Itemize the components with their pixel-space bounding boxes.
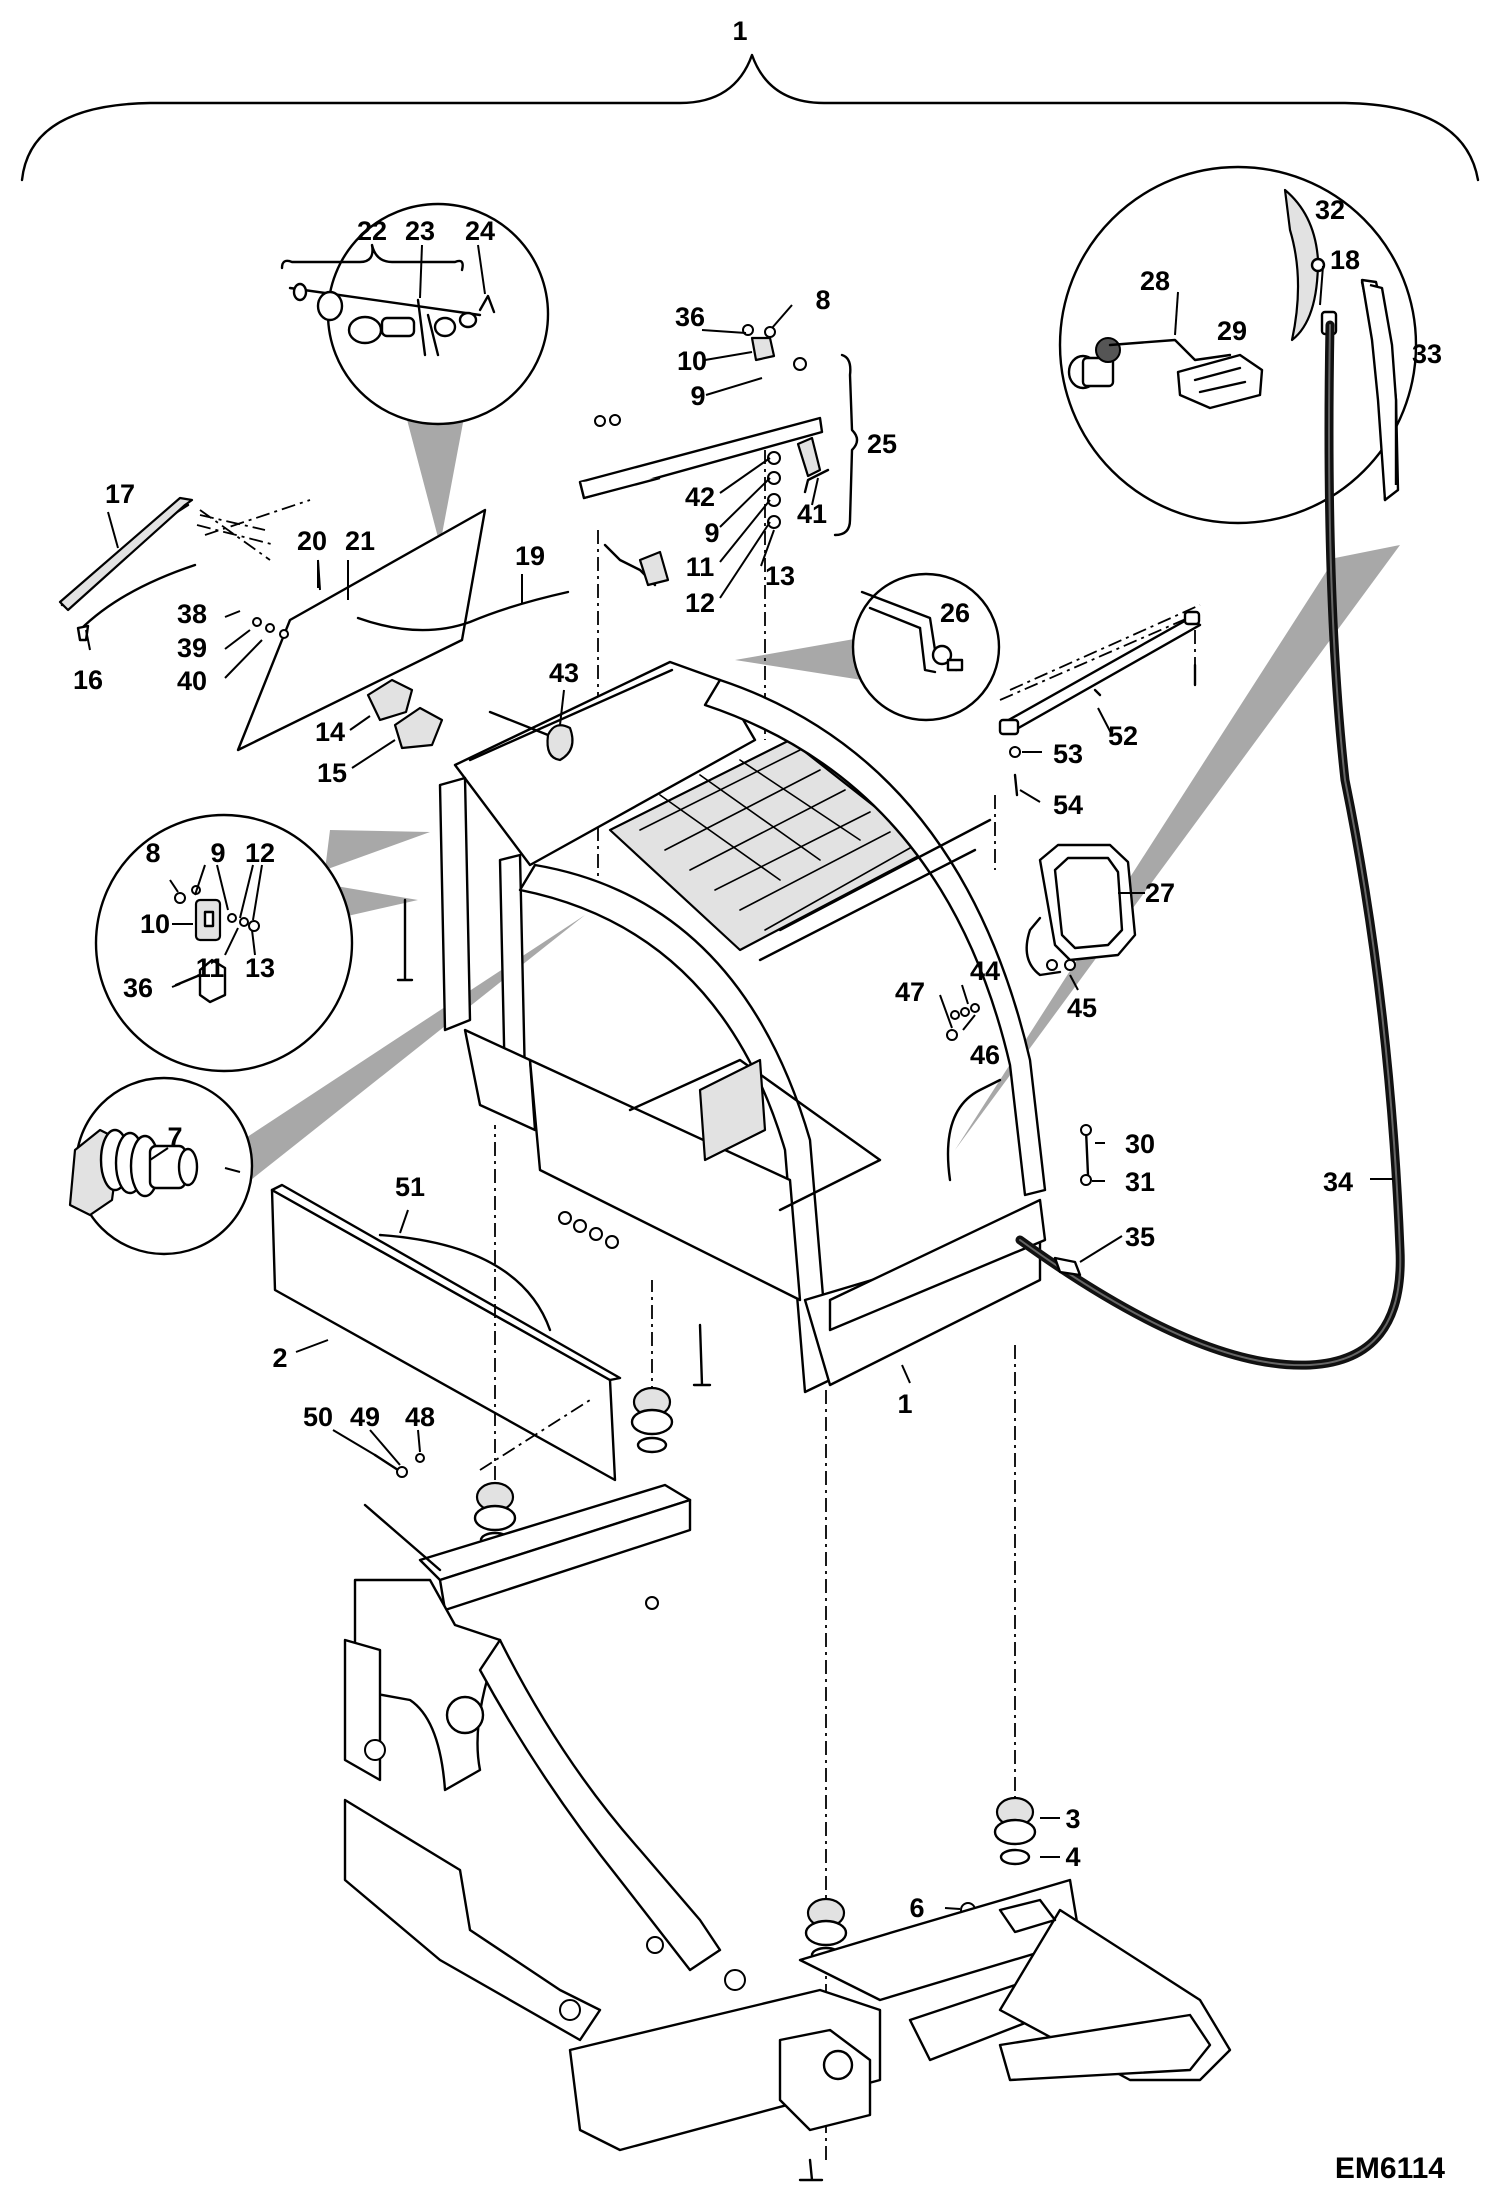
leader-lines — [85, 511, 911, 1384]
door-fittings-detail — [1067, 188, 1400, 502]
callout-29: 29 — [1217, 316, 1247, 346]
callout-16: 16 — [73, 665, 103, 695]
callout-26: 26 — [940, 598, 970, 628]
callout-15: 15 — [317, 758, 347, 788]
detail-wedge-28-33 — [955, 545, 1400, 1150]
callout-42: 42 — [685, 482, 715, 512]
side-bolts — [1080, 1124, 1105, 1186]
chassis-frame — [343, 1483, 1232, 2182]
callout-25: 25 — [867, 429, 897, 459]
assembly-brace — [20, 53, 1480, 182]
callout-28: 28 — [1140, 266, 1170, 296]
callout-34: 34 — [1323, 1167, 1353, 1197]
lock-assembly-detail — [280, 243, 496, 357]
door-hinge-bar — [998, 610, 1202, 803]
callout-8-left: 8 — [145, 838, 160, 868]
callout-52: 52 — [1108, 721, 1138, 751]
callout-9-top: 9 — [690, 381, 705, 411]
callout-40: 40 — [177, 666, 207, 696]
callout-18: 18 — [1330, 245, 1360, 275]
detail-wedge-8-13b — [330, 885, 418, 920]
callout-22: 22 — [357, 216, 387, 246]
callout-12-left: 12 — [245, 838, 275, 868]
callout-47: 47 — [895, 977, 925, 1007]
callout-54: 54 — [1053, 790, 1083, 820]
callout-36-top: 36 — [675, 302, 705, 332]
headliner-bracket-group — [578, 304, 859, 900]
callout-8-top: 8 — [815, 285, 830, 315]
callout-1-top: 1 — [732, 16, 747, 46]
callout-labels: 1 1 2 3 4 6 7 8 8 9 9 9 10 10 11 11 12 1… — [73, 16, 1442, 1923]
hinge-pin-detail — [860, 590, 964, 674]
roof-knob — [488, 689, 574, 762]
callout-35: 35 — [1125, 1222, 1155, 1252]
callout-23: 23 — [405, 216, 435, 246]
callout-39: 39 — [177, 633, 207, 663]
cab-mounts — [332, 1125, 1060, 2160]
callout-4: 4 — [1065, 1842, 1080, 1872]
callout-50: 50 — [303, 1402, 333, 1432]
callout-13-top: 13 — [765, 561, 795, 591]
callout-41: 41 — [797, 499, 827, 529]
callout-2: 2 — [272, 1343, 287, 1373]
latch-bracket-detail — [169, 864, 263, 1004]
callout-24: 24 — [465, 216, 495, 246]
callout-10-top: 10 — [677, 346, 707, 376]
detail-circle-26 — [851, 572, 1001, 722]
callout-32: 32 — [1315, 195, 1345, 225]
connector-detail — [68, 1128, 199, 1217]
callout-13-left: 13 — [245, 953, 275, 983]
callout-9-mid: 9 — [704, 518, 719, 548]
callout-12-top: 12 — [685, 588, 715, 618]
callout-6: 6 — [909, 1893, 924, 1923]
callout-33: 33 — [1412, 339, 1442, 369]
callout-20: 20 — [297, 526, 327, 556]
callout-48: 48 — [405, 1402, 435, 1432]
callout-53: 53 — [1053, 739, 1083, 769]
callout-1-cab: 1 — [897, 1389, 912, 1419]
detail-wedge-22-24 — [405, 412, 465, 545]
callout-27: 27 — [1145, 878, 1175, 908]
callout-19: 19 — [515, 541, 545, 571]
callout-3: 3 — [1065, 1804, 1080, 1834]
callout-36-left: 36 — [123, 973, 153, 1003]
callout-11-left: 11 — [196, 953, 225, 983]
callout-17: 17 — [105, 479, 135, 509]
callout-38: 38 — [177, 599, 207, 629]
detail-wedge-7 — [232, 915, 585, 1195]
callout-10-left: 10 — [140, 909, 170, 939]
callout-51: 51 — [395, 1172, 425, 1202]
callout-14: 14 — [315, 717, 345, 747]
detail-views — [74, 165, 1418, 1256]
mirror-group — [939, 843, 1145, 1041]
callout-7: 7 — [167, 1122, 182, 1152]
cable-harness — [1015, 320, 1405, 1370]
cab-frame — [396, 604, 1201, 1394]
callout-44: 44 — [970, 956, 1000, 986]
window-panel-group — [58, 496, 570, 752]
callout-9-left: 9 — [210, 838, 225, 868]
callout-45: 45 — [1067, 993, 1097, 1023]
detail-wedge-8-13a — [325, 830, 430, 870]
callout-46: 46 — [970, 1040, 1000, 1070]
callout-30: 30 — [1125, 1129, 1155, 1159]
callout-43: 43 — [549, 658, 579, 688]
callout-31: 31 — [1125, 1167, 1155, 1197]
callout-49: 49 — [350, 1402, 380, 1432]
detail-wedge-26 — [735, 638, 862, 680]
drawing-code: EM6114 — [1335, 2152, 1445, 2185]
callout-11-top: 11 — [686, 552, 715, 582]
floor-panel — [270, 1183, 622, 1482]
detail-circle-8-13 — [94, 813, 354, 1073]
callout-21: 21 — [345, 526, 375, 556]
